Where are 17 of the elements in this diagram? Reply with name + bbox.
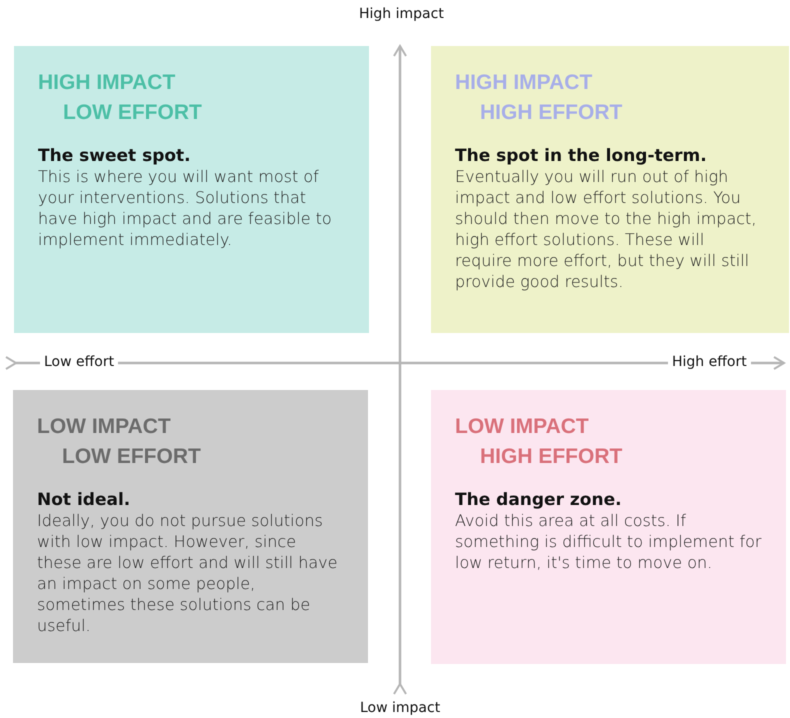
- quadrant-panel: [14, 46, 369, 333]
- quadrant-heading: HIGH IMPACT LOW EFFORT: [38, 70, 203, 126]
- quadrant-description: Ideally, you do not pursue solutions with low impact. However, since these are low effort and will still have an impact on some people, sometimes these solutions can be useful.: [37, 510, 338, 636]
- quadrant-heading: LOW IMPACT HIGH EFFORT: [455, 414, 624, 470]
- quadrant-panel: [431, 46, 789, 333]
- quadrant-heading: HIGH IMPACT HIGH EFFORT: [455, 70, 624, 126]
- axis-label: High effort: [668, 354, 751, 370]
- quadrant-heading: LOW IMPACT LOW EFFORT: [37, 414, 202, 470]
- quadrant-description: Eventually you will run out of high impact and low effort solutions. You should then move to the high impact, high effort solutions. These will require more effort, but they will still provide good results.: [455, 166, 758, 292]
- quadrant-subtitle: The spot in the long-term.: [455, 146, 708, 166]
- quadrant-subtitle: The danger zone.: [455, 490, 623, 510]
- quadrant-subtitle: The sweet spot.: [38, 146, 192, 166]
- quadrant-subtitle: Not ideal.: [37, 490, 132, 510]
- quadrant-description: This is where you will want most of your interventions. Solutions that have high impact and are feasible to implement immediately.: [38, 166, 333, 250]
- quadrant-description: Avoid this area at all costs. If something is difficult to implement for low return, it's time to move on.: [455, 510, 762, 573]
- quadrant-panel: [13, 390, 368, 663]
- quadrant-panel: [431, 390, 786, 664]
